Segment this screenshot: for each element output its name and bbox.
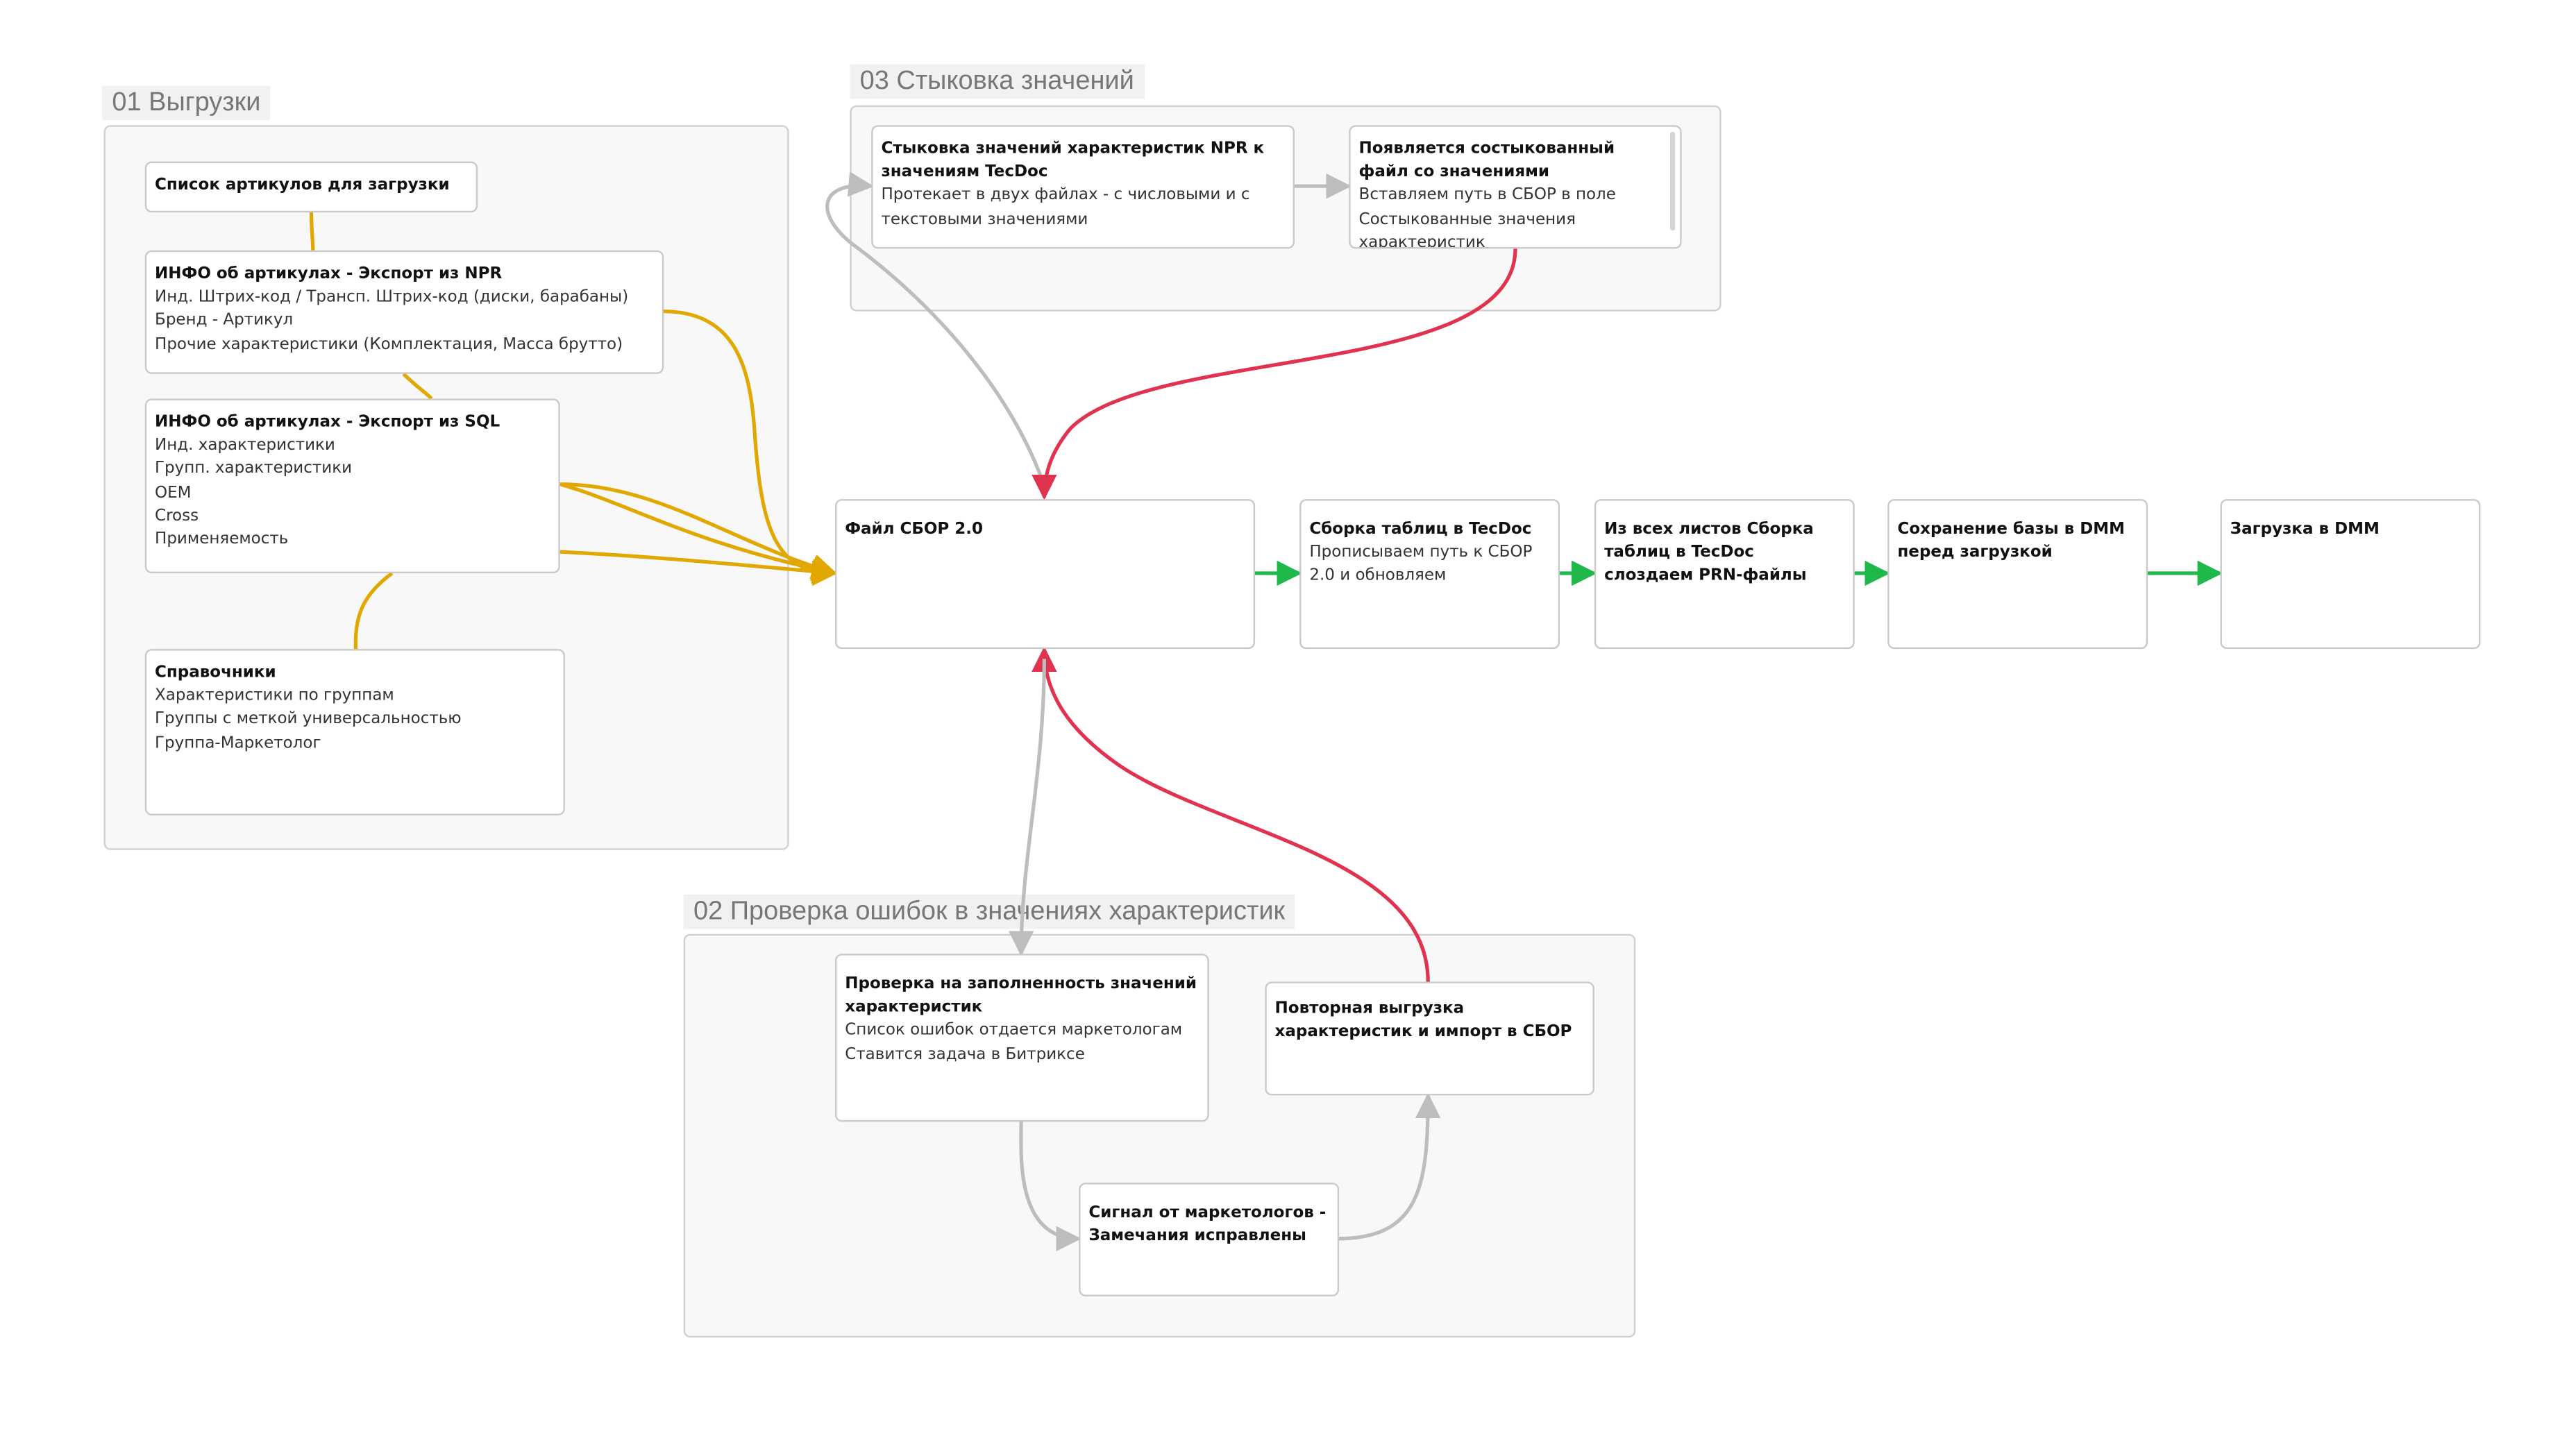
connector-sql-to-sbor-b — [559, 482, 838, 582]
connector-reexport-to-sbor — [1032, 646, 1430, 982]
connector-npr-to-sbor — [662, 309, 838, 586]
card-title: Из всех листов Сборка таблиц в TecDoc сл… — [1604, 520, 1814, 586]
card-line: Групп. характеристики — [155, 460, 353, 479]
card-line: Прописываем путь к СБОР 2.0 и обновляем — [1309, 543, 1533, 586]
card-line: Протекает в двух файлах - с числовыми и … — [881, 187, 1250, 228]
connector-file-to-sbor — [1032, 248, 1517, 500]
card-title: Справочники — [155, 663, 276, 682]
card-title: Сохранение базы в DMM перед загрузкой — [1897, 520, 2125, 562]
card-re-export[interactable]: Повторная выгрузка характеристик и импор… — [1265, 981, 1594, 1096]
card-line: Вставляем путь в СБОР в поле Состыкованн… — [1358, 187, 1616, 249]
connector-sql-to-sbor-a — [559, 482, 838, 580]
connector-check-to-signal — [1019, 1119, 1081, 1252]
connector-sql-references — [353, 571, 394, 650]
card-title: ИНФО об артикулах - Экспорт из NPR — [155, 265, 503, 284]
connector-sbor-to-docking — [825, 171, 1045, 482]
card-fill-check[interactable]: Проверка на заполненность значений харак… — [835, 954, 1209, 1122]
card-line: Cross — [155, 507, 199, 525]
card-line: Применяемость — [155, 530, 289, 549]
card-sql-export[interactable]: ИНФО об артикулах - Экспорт из SQL Инд. х… — [144, 398, 560, 573]
connector-articles-npr — [309, 210, 315, 251]
card-scrollbar[interactable] — [1670, 131, 1676, 231]
card-title: Загрузка в DMM — [2230, 520, 2380, 539]
card-line: Характеристики по группам — [155, 687, 394, 706]
card-title: Файл СБОР 2.0 — [845, 520, 984, 539]
card-marketers-signal[interactable]: Сигнал от маркетологов - Замечания испра… — [1079, 1183, 1340, 1296]
card-title: ИНФО об артикулах - Экспорт из SQL — [155, 413, 500, 432]
card-npr-export[interactable]: ИНФО об артикулах - Экспорт из NPR Инд. Ш… — [144, 250, 664, 374]
card-title: Сборка таблиц в TecDoc — [1309, 520, 1532, 539]
card-line: Инд. характеристики — [155, 437, 335, 455]
group-01-title: 01 Выгрузки — [102, 85, 271, 121]
card-line: Группа-Маркетолог — [155, 734, 321, 752]
card-title: Стыковка значений характеристик NPR к зн… — [881, 139, 1265, 182]
connector-npr-sql — [402, 372, 433, 400]
card-line: Бренд - Артикул — [155, 312, 294, 330]
card-line: Прочие характеристики (Комплектация, Мас… — [155, 335, 623, 354]
card-title: Сигнал от маркетологов - Замечания испра… — [1088, 1203, 1327, 1246]
group-02-title: 02 Проверка ошибок в значениях характери… — [683, 894, 1295, 929]
card-line: Список ошибок отдается маркетологам — [845, 1022, 1183, 1040]
card-title: Проверка на заполненность значений харак… — [845, 975, 1197, 1017]
card-line: Группы с меткой универсальностью — [155, 710, 462, 729]
card-sbor-file[interactable]: Файл СБОР 2.0 — [835, 499, 1256, 650]
card-title: Список артикулов для загрузки — [155, 176, 450, 195]
card-title: Появляется состыкованный файл со значени… — [1358, 139, 1615, 182]
card-line: OEM — [155, 483, 192, 502]
card-line: Ставится задача в Битриксе — [845, 1045, 1085, 1064]
group-03-title: 03 Стыковка значений — [850, 64, 1145, 99]
card-line: Инд. Штрих-код / Трансп. Штрих-код (диск… — [155, 288, 629, 307]
card-title: Повторная выгрузка характеристик и импор… — [1274, 999, 1572, 1042]
card-prn-files[interactable]: Из всех листов Сборка таблиц в TecDoc сл… — [1594, 499, 1855, 650]
connector-sql-to-sbor-c — [559, 550, 838, 584]
card-docking-values[interactable]: Стыковка значений характеристик NPR к зн… — [871, 125, 1295, 249]
card-articles-list[interactable]: Список артикулов для загрузки — [144, 161, 478, 213]
card-load-dmm[interactable]: Загрузка в DMM — [2220, 499, 2481, 650]
connector-signal-to-reexport — [1337, 1092, 1441, 1241]
connector-sbor-to-check — [1008, 659, 1046, 956]
card-save-base[interactable]: Сохранение базы в DMM перед загрузкой — [1887, 499, 2148, 650]
card-docked-file[interactable]: Появляется состыкованный файл со значени… — [1349, 125, 1682, 249]
